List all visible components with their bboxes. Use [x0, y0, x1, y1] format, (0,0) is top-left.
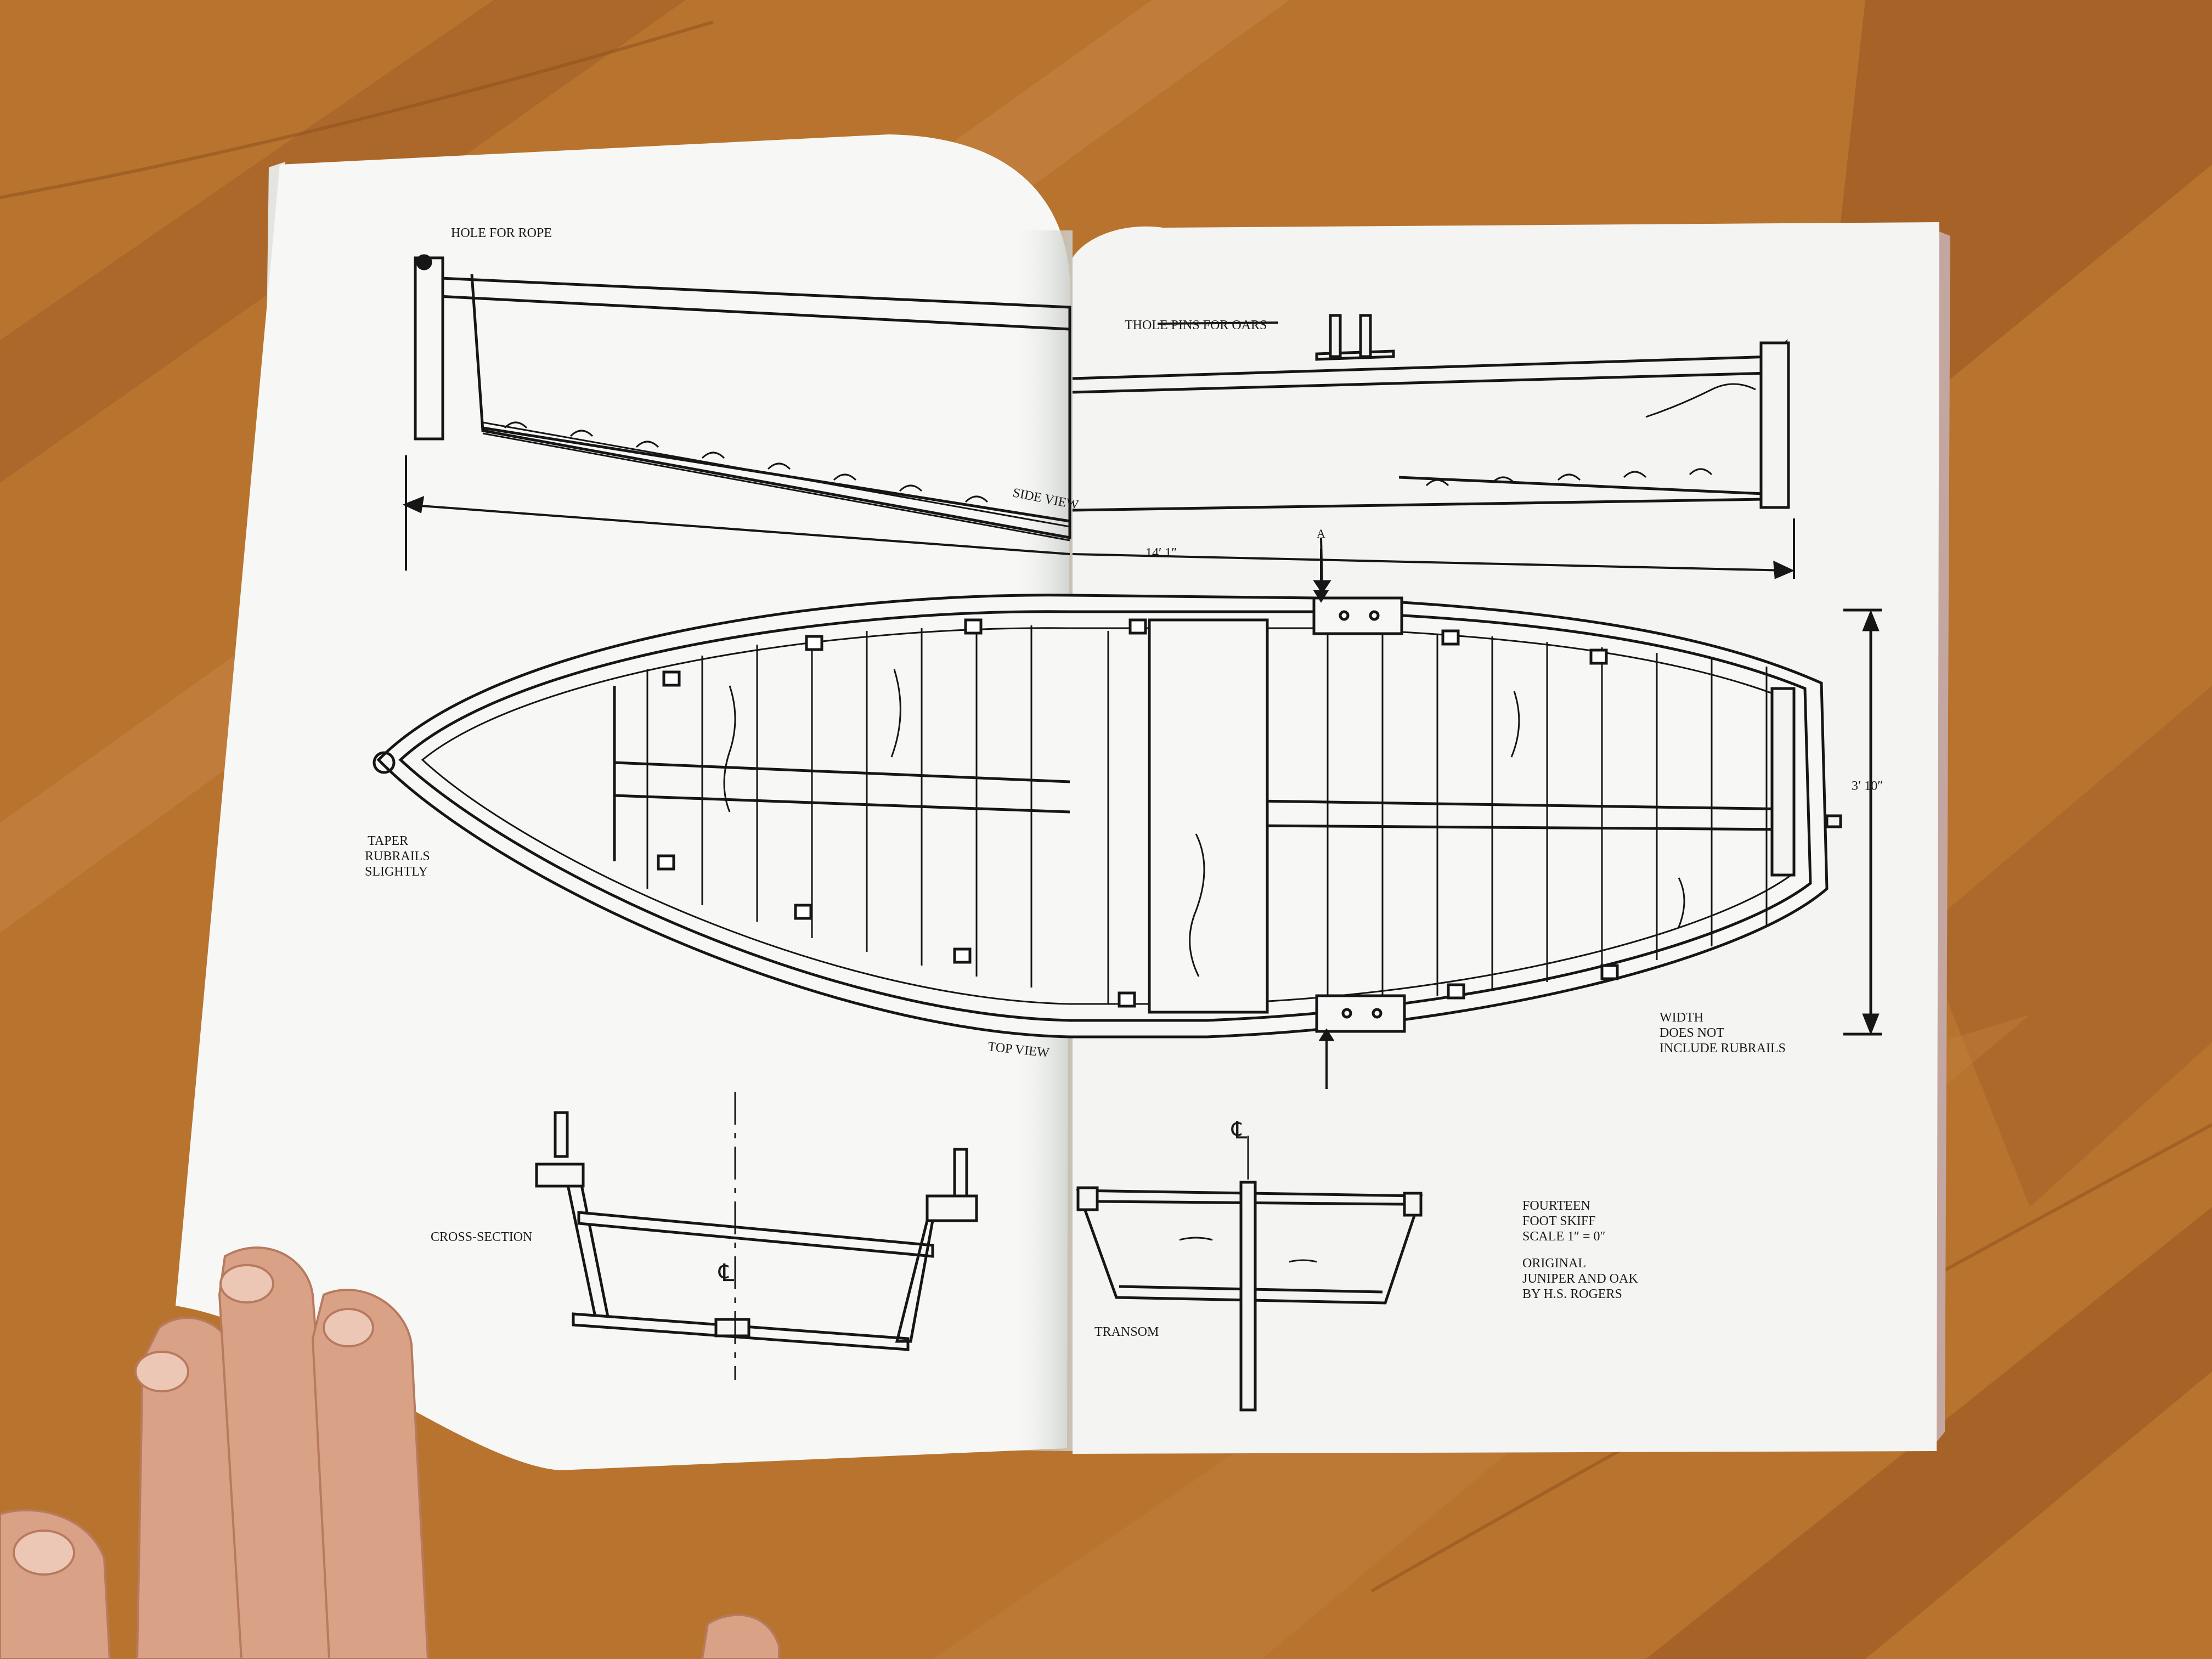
label-section-mark: A [1317, 527, 1325, 540]
label-hole-for-rope: HOLE FOR ROPE [451, 226, 552, 240]
credit-line-2: JUNIPER AND OAK [1522, 1272, 1638, 1286]
drawing-labels: HOLE FOR ROPE SIDE VIEW THOLE PINS FOR O… [365, 226, 1883, 1339]
top-view-drawing [373, 549, 1882, 1089]
label-thole-pins: THOLE PINS FOR OARS [1125, 318, 1267, 332]
credit-line-3: BY H.S. ROGERS [1522, 1287, 1622, 1301]
transom-drawing [1076, 1136, 1423, 1412]
label-transom: TRANSOM [1094, 1325, 1159, 1339]
label-centerline-transom: ℄ [1231, 1117, 1248, 1144]
label-width-note-1: WIDTH [1660, 1011, 1703, 1025]
title-line-1: FOURTEEN [1522, 1199, 1590, 1213]
title-line-3: SCALE 1″ = 0″ [1522, 1229, 1606, 1244]
title-line-2: FOOT SKIFF [1522, 1214, 1596, 1228]
label-taper-1: TAPER [368, 834, 408, 848]
label-length-dimension: 14′ 1″ [1146, 546, 1177, 560]
cross-section-drawing [535, 1092, 978, 1380]
label-cross-section: CROSS-SECTION [431, 1230, 532, 1244]
hand [0, 1246, 780, 1659]
label-width-dimension: 3′ 10″ [1852, 779, 1883, 793]
label-taper-2: RUBRAILS [365, 849, 430, 864]
label-centerline-cross: ℄ [718, 1260, 735, 1286]
label-width-note-2: DOES NOT [1660, 1026, 1724, 1040]
side-view-drawing [402, 254, 1795, 594]
credit-line-1: ORIGINAL [1522, 1256, 1586, 1271]
label-taper-3: SLIGHTLY [365, 865, 428, 879]
label-width-note-3: INCLUDE RUBRAILS [1660, 1041, 1786, 1056]
